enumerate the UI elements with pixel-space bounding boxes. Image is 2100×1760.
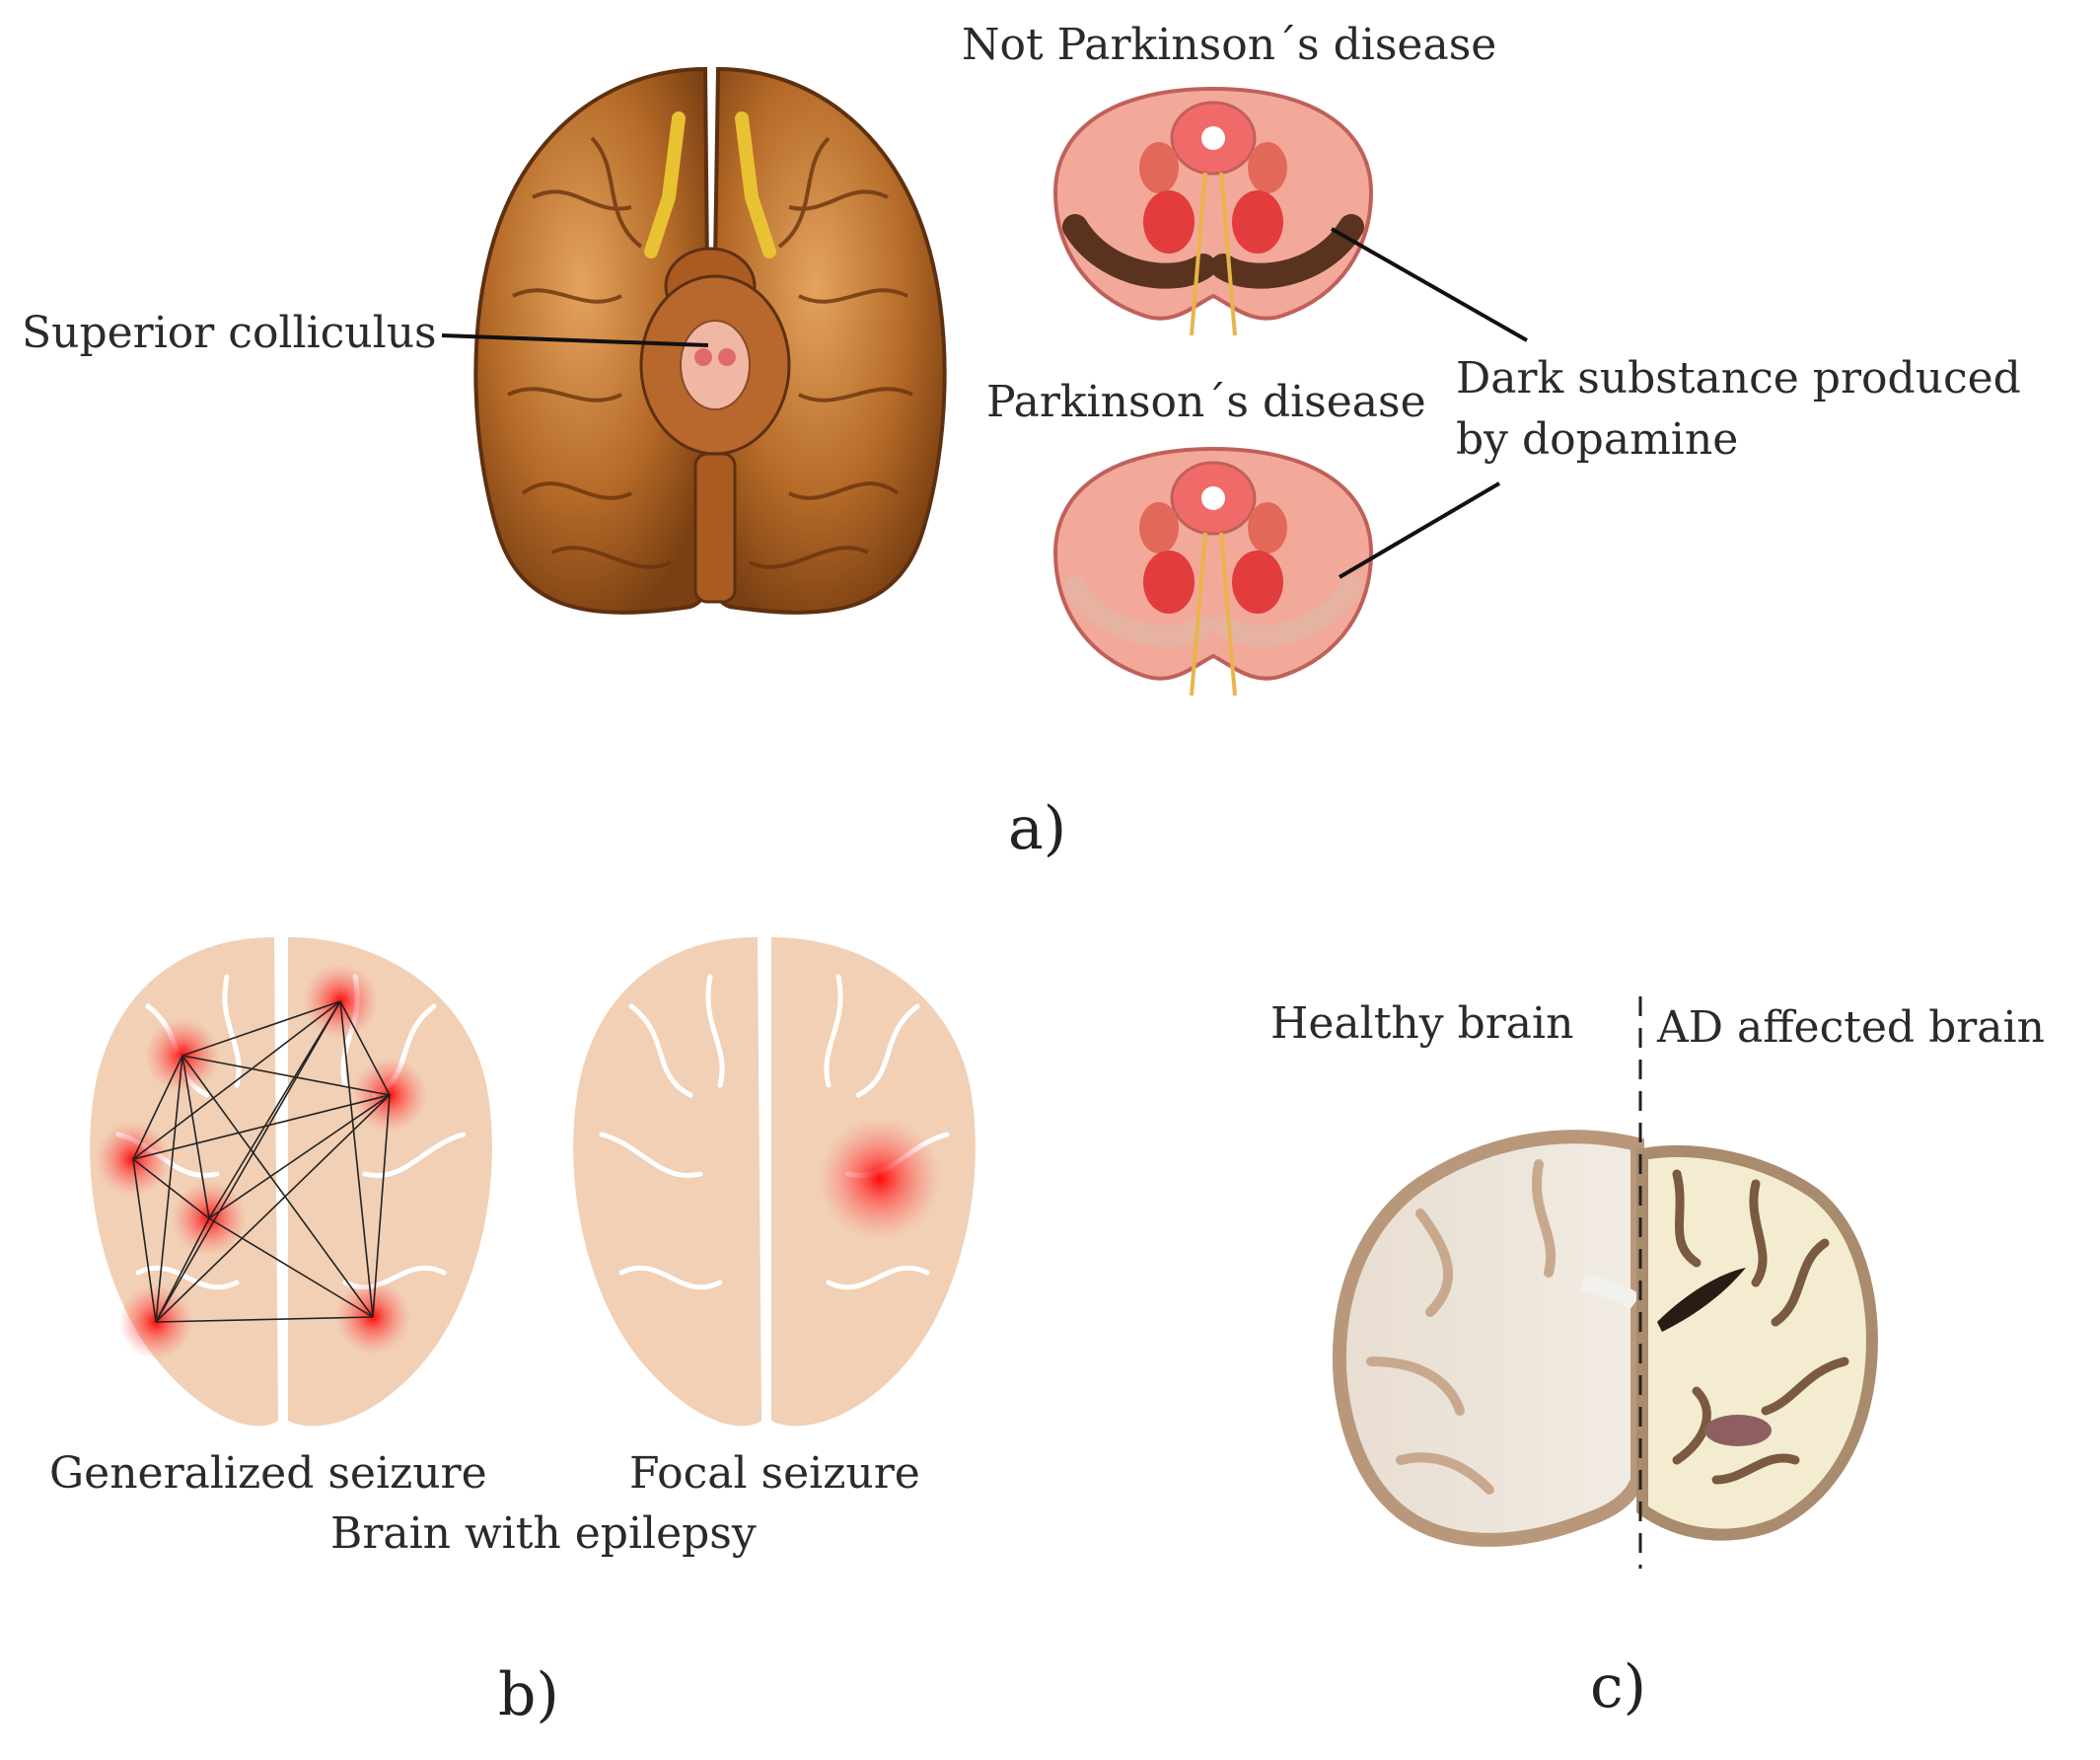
parkinsons-label: Parkinson´s disease (986, 377, 1426, 427)
superior-colliculus-leader (441, 333, 709, 347)
superior-colliculus-region (680, 320, 751, 410)
panel-b-label: b) (498, 1660, 559, 1729)
dark-substance-leader-top (1331, 227, 1528, 342)
focal-seizure-focus (819, 1118, 941, 1240)
not-parkinsons-label: Not Parkinson´s disease (962, 20, 1497, 70)
dark-substance-label-line1: Dark substance produced (1456, 353, 2021, 403)
focal-seizure-label: Focal seizure (629, 1448, 920, 1499)
generalized-seizure-brain (90, 937, 492, 1427)
ad-affected-brain-section (1636, 1144, 1878, 1541)
midbrain-section-parkinsons (1052, 446, 1374, 697)
seizure-network-lines (132, 1000, 391, 1323)
superior-colliculus-label: Superior colliculus (22, 308, 437, 358)
healthy-gyri (1366, 1159, 1557, 1495)
panel-c-label: c) (1590, 1652, 1647, 1722)
healthy-brain-label: Healthy brain (1270, 998, 1574, 1049)
hippocampus-shrunk (1704, 1415, 1772, 1446)
dark-substance-label-line2: by dopamine (1456, 414, 1739, 465)
enlarged-ventricle (1657, 1268, 1746, 1332)
panel-a-label: a) (1008, 794, 1067, 863)
dark-substance-leader-bottom (1338, 481, 1501, 579)
brain-gyri (507, 136, 913, 569)
substantia-nigra-depleted (1064, 576, 1362, 647)
midbrain-section-normal (1052, 86, 1374, 336)
substantia-nigra-dark (1062, 214, 1364, 289)
inferior-brain-illustration (473, 66, 947, 615)
ad-affected-brain-label: AD affected brain (1657, 1002, 2045, 1053)
focal-seizure-brain (573, 937, 976, 1427)
ad-atrophied-gyri (1672, 1169, 1849, 1485)
generalized-seizure-label: Generalized seizure (49, 1448, 487, 1499)
brain-with-epilepsy-caption: Brain with epilepsy (330, 1508, 757, 1559)
healthy-brain-section (1332, 1130, 1644, 1547)
